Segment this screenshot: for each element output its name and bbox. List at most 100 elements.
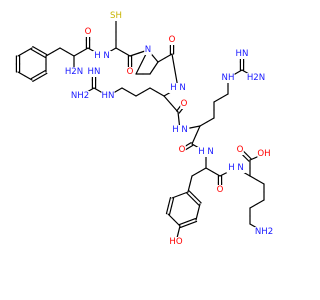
bond-4: [37, 52, 46, 58]
bond-51: [197, 203, 201, 213]
bond-50: [186, 192, 194, 200]
atom-label-nh2_lys: NH2: [255, 227, 273, 237]
bond-44: [195, 125, 201, 136]
atom-label-nh_arg2: H N: [172, 125, 188, 135]
bond-19: [149, 67, 155, 75]
bond-8: [80, 47, 89, 53]
bond-5: [24, 47, 33, 53]
atom-label-o_acid: O: [237, 145, 244, 155]
atom-label-bg: [109, 11, 123, 21]
atom-label-o_arg1: O: [181, 99, 188, 109]
bond-37: [199, 121, 208, 127]
atom-label-bg: [169, 237, 183, 247]
bond-18: [152, 55, 159, 63]
atom-label-nh_cys: H N: [94, 51, 110, 61]
bond-35: [177, 111, 180, 122]
atom-label-bg: [168, 83, 188, 93]
bond-27: [135, 91, 144, 97]
atom-label-hn_g1: HN: [88, 67, 101, 77]
bond-2: [37, 70, 46, 76]
bond-64: [256, 179, 265, 185]
atom-label-nh_arg1_g: HN: [102, 91, 115, 101]
atom-label-bg: [144, 45, 152, 55]
bond-26: [156, 91, 165, 97]
atom-label-bg: [64, 67, 84, 77]
bond-54: [170, 197, 175, 207]
atom-label-o_phe: O: [85, 27, 92, 37]
atom-label-bg: [196, 147, 216, 157]
bond-28: [128, 91, 137, 97]
bond-50: [194, 196, 202, 204]
bond-64: [249, 175, 258, 181]
bond-4: [39, 50, 48, 56]
atom-label-h2n_g2: H2N: [247, 73, 265, 83]
atom-label-h2n_phe: H2N: [65, 67, 83, 77]
atom-label-bg: [226, 163, 246, 173]
atom-label-bg: [126, 67, 134, 77]
bond-21: [135, 61, 143, 75]
bond-2: [32, 76, 41, 82]
bond-15: [115, 47, 124, 53]
bond-52: [187, 220, 198, 226]
bond-1: [24, 75, 33, 81]
bond-55: [171, 194, 181, 199]
bond-54: [167, 197, 172, 207]
atom-label-bg: [254, 227, 274, 237]
bond-66: [249, 203, 258, 209]
bond-66: [256, 199, 265, 205]
bond-5: [17, 51, 26, 57]
bond-51: [195, 211, 199, 221]
atom-label-bg: [87, 67, 101, 77]
atom-label-bg: [221, 73, 235, 83]
bond-4: [30, 48, 39, 54]
bond-34: [176, 106, 181, 112]
atom-label-bg: [180, 99, 188, 109]
bond-57: [212, 171, 221, 177]
bond-49: [187, 183, 191, 193]
atom-label-o_arg2: O: [179, 145, 186, 155]
bond-37: [206, 117, 215, 123]
bond-45: [185, 142, 192, 147]
bond-54: [168, 205, 173, 215]
atom-label-sh: SH: [110, 11, 122, 21]
atom-label-n_pro: N: [145, 45, 151, 55]
bond-56: [177, 225, 181, 235]
atom-label-nh_g2: NH: [222, 73, 235, 83]
bond-layer: [15, 15, 265, 243]
bond-27: [142, 87, 151, 93]
bond-22: [164, 53, 173, 59]
bond-22: [157, 57, 166, 63]
bond-53: [173, 219, 181, 227]
bond-7: [59, 47, 68, 53]
bond-52: [178, 220, 189, 226]
atom-label-bg: [235, 49, 249, 59]
bond-6: [45, 51, 54, 57]
bond-52: [179, 223, 190, 229]
bond-50: [188, 190, 196, 198]
atom-label-hn_tyr: H N: [198, 147, 214, 157]
bond-28: [121, 87, 130, 93]
bond-57: [205, 167, 214, 173]
bond-55: [179, 191, 189, 196]
atom-label-bg: [168, 35, 176, 45]
bond-1: [17, 71, 26, 77]
atom-label-hn_g2: HN: [236, 49, 249, 59]
bond-63: [245, 153, 252, 160]
bond-52: [186, 217, 197, 223]
bond-48: [191, 171, 200, 177]
bond-2: [30, 74, 39, 80]
atom-label-o_tyr: O: [217, 185, 224, 195]
bond-26: [149, 87, 158, 93]
atom-label-nh2_g1: NH2: [71, 91, 89, 101]
bond-2: [39, 72, 48, 78]
bond-24: [171, 53, 176, 72]
bond-36: [189, 125, 201, 129]
atom-label-o_cys: O: [127, 67, 134, 77]
bond-39: [213, 97, 222, 103]
bond-17: [129, 52, 140, 57]
bond-45: [187, 144, 194, 149]
bond-15: [122, 51, 131, 57]
atom-label-bg: [178, 145, 186, 155]
